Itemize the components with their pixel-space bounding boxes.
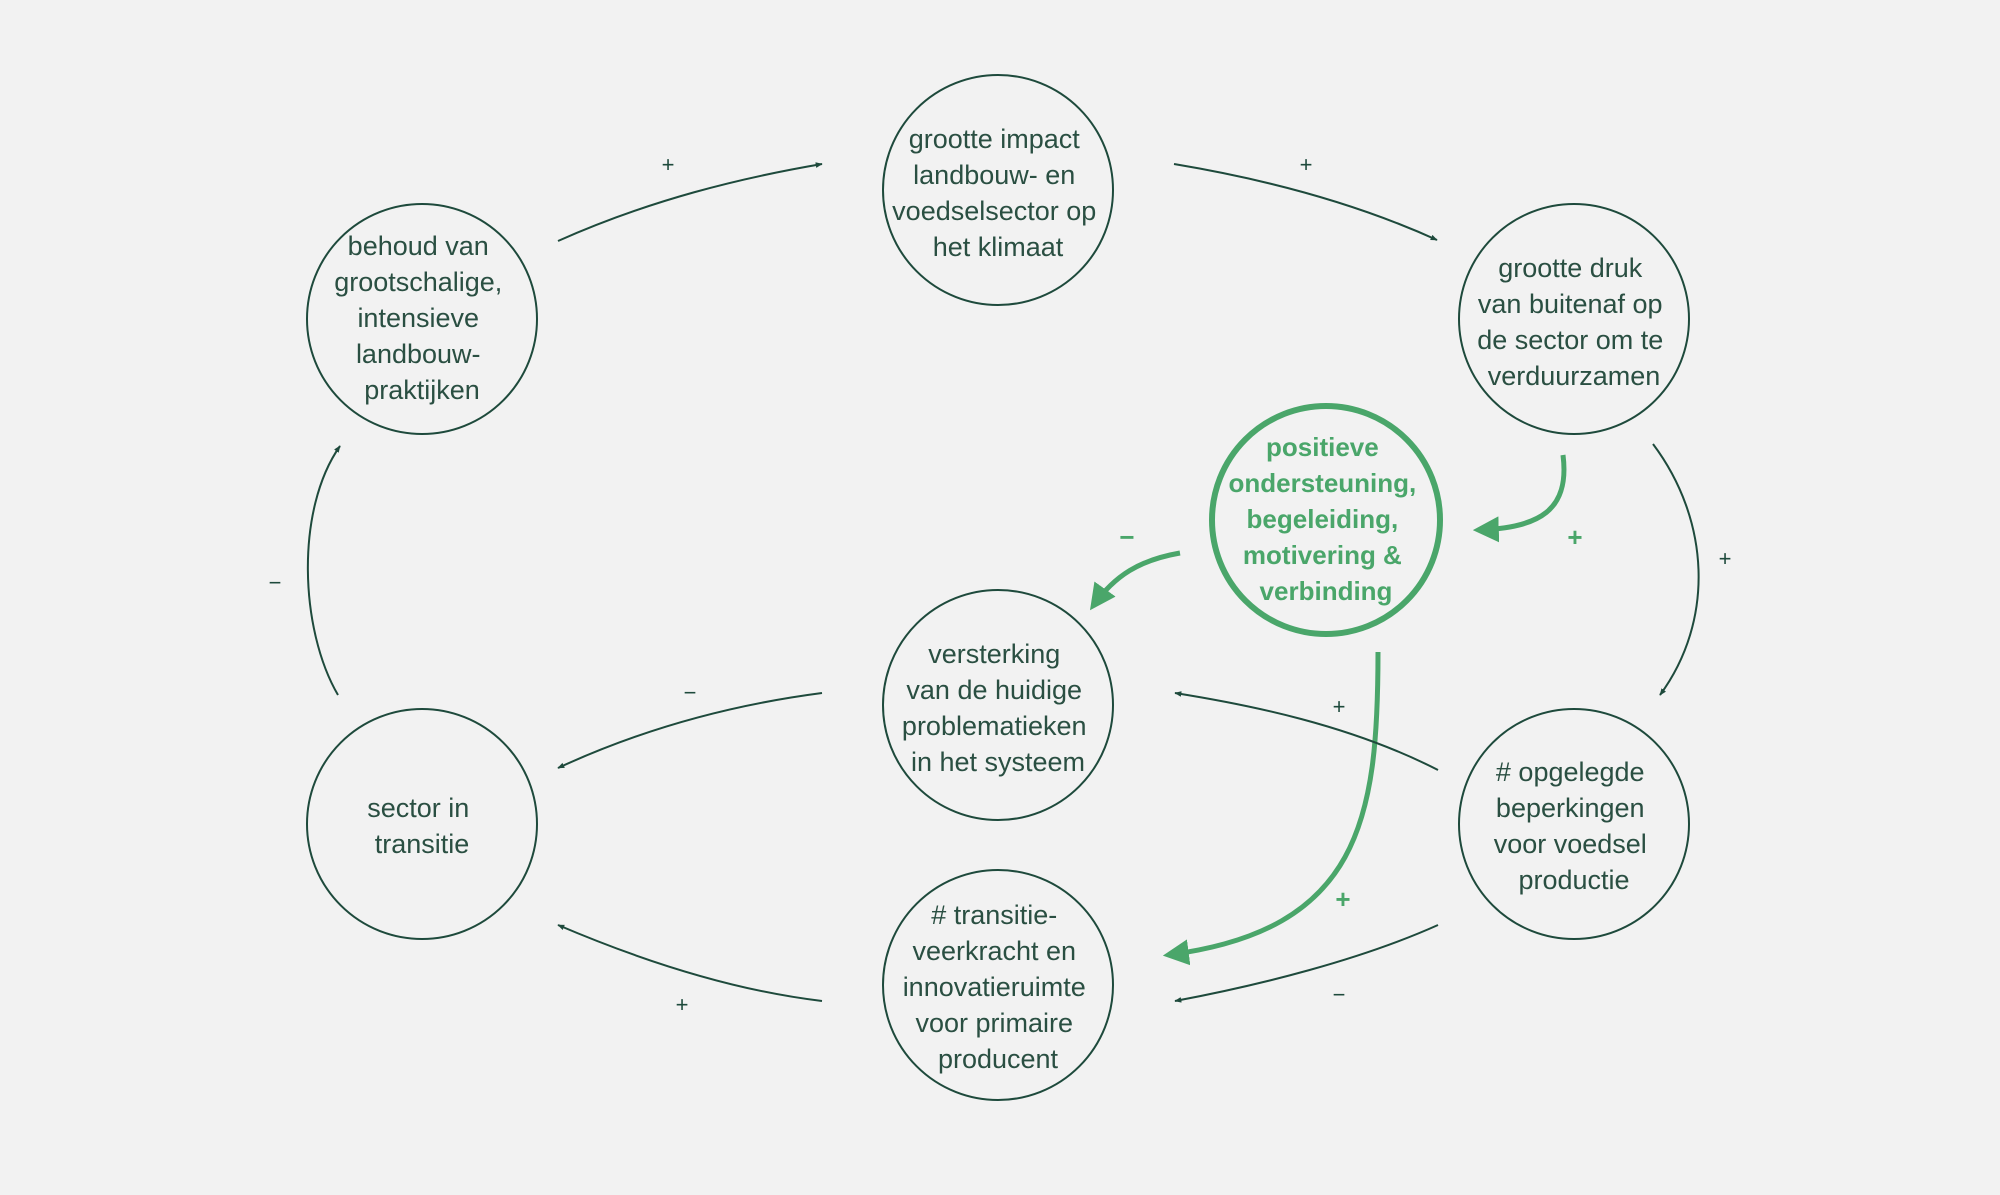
node-behoud: behoud van grootschalige, intensieve lan… — [306, 203, 538, 435]
node-transitie-label: sector in transitie — [367, 793, 477, 859]
sign-versterking-transitie: − — [684, 680, 697, 705]
edge-versterking-transitie — [557, 692, 823, 769]
sign-druk-beperkingen: + — [1719, 546, 1732, 571]
node-beperkingen: # opgelegde beperkingen voor voedsel pro… — [1458, 708, 1690, 940]
sign-druk-ondersteuning: + — [1567, 522, 1582, 552]
sign-ondersteuning-veerkracht: + — [1335, 884, 1350, 914]
edge-transitie-behoud — [306, 445, 341, 696]
sign-impact-druk: + — [1300, 152, 1313, 177]
node-ondersteuning: positieve ondersteuning, begeleiding, mo… — [1209, 403, 1443, 637]
sign-beperkingen-veerkracht: − — [1333, 982, 1346, 1007]
edge-ondersteuning-versterking — [1089, 550, 1181, 611]
node-transitie: sector in transitie — [306, 708, 538, 940]
edge-beperkingen-veerkracht — [1174, 924, 1439, 1003]
sign-beperkingen-versterking: + — [1333, 694, 1346, 719]
edge-ondersteuning-veerkracht — [1162, 651, 1381, 966]
sign-ondersteuning-versterking: − — [1119, 522, 1134, 552]
node-impact: grootte impact landbouw- en voedselsecto… — [882, 74, 1114, 306]
edge-veerkracht-transitie — [557, 924, 823, 1002]
edge-impact-druk — [1173, 163, 1438, 241]
edge-behoud-impact — [557, 162, 823, 242]
node-veerkracht: # transitie- veerkracht en innovatieruim… — [882, 869, 1114, 1101]
node-druk: grootte druk van buitenaf op de sector o… — [1458, 203, 1690, 435]
sign-veerkracht-transitie: + — [676, 992, 689, 1017]
node-behoud-label: behoud van grootschalige, intensieve lan… — [334, 231, 510, 405]
node-versterking-label: versterking van de huidige problematieke… — [902, 639, 1094, 777]
node-versterking: versterking van de huidige problematieke… — [882, 589, 1114, 821]
node-druk-label: grootte druk van buitenaf op de sector o… — [1477, 253, 1671, 391]
node-impact-label: grootte impact landbouw- en voedselsecto… — [892, 124, 1104, 262]
edge-druk-beperkingen — [1652, 443, 1700, 696]
sign-transitie-behoud: − — [269, 570, 282, 595]
node-beperkingen-label: # opgelegde beperkingen voor voedsel pro… — [1494, 757, 1655, 895]
node-ondersteuning-label: positieve ondersteuning, begeleiding, mo… — [1228, 432, 1423, 606]
node-veerkracht-label: # transitie- veerkracht en innovatieruim… — [903, 900, 1094, 1074]
edge-beperkingen-versterking — [1174, 691, 1439, 771]
edge-druk-ondersteuning — [1472, 454, 1567, 543]
sign-behoud-impact: + — [662, 152, 675, 177]
